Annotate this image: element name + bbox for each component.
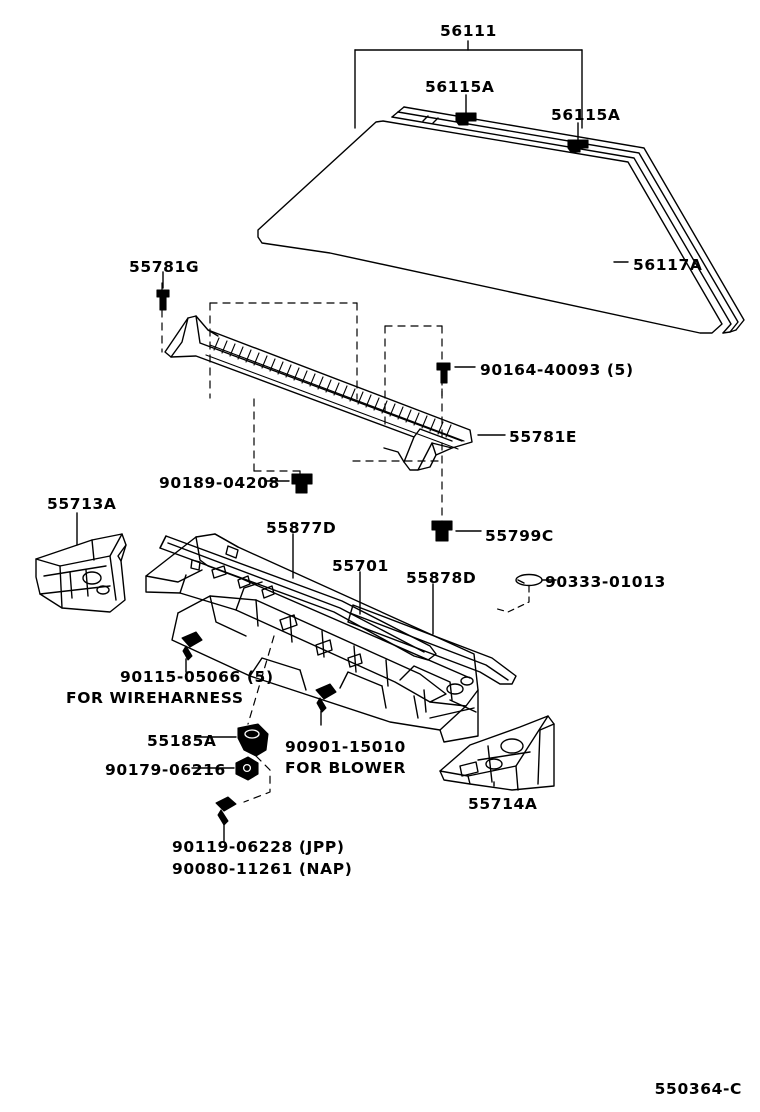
bracket-assembly-dashed [243,635,275,803]
clip-55799c-shape [431,520,453,542]
cowl-side-panel-rh-shape [439,715,555,791]
label-glass-clip-right: 56115A [551,106,621,124]
diagram-code: 550364-C [654,1080,742,1098]
nut-90179-shape [235,756,259,781]
bolt-90119-shape [215,796,237,826]
label-bolt-90080-11261: 90080-11261 (NAP) [172,860,353,878]
screw-90115-shape [181,631,203,661]
cowl-louver-shape [164,315,473,471]
label-bolt-90901-15010: 90901-15010 [285,738,406,756]
cowl-louver-bolt-shape [156,289,170,311]
label-screw-90115-note: FOR WIREHARNESS [66,689,244,707]
glass-clip-right-shape [567,139,589,153]
screw-90164-shape [436,362,451,384]
windshield-moulding-shape [391,106,745,334]
label-clip-90189-04208: 90189-04208 [159,474,280,492]
bracket-55185a-detail [244,729,260,739]
label-cowl-seal-lower: 55878D [406,569,477,587]
leader-56111 [354,40,583,129]
cowl-side-panel-lh-shape [35,533,127,613]
label-screw-90164-40093: 90164-40093 (5) [480,361,634,379]
label-grommet-90333-01013: 90333-01013 [545,573,666,591]
leader-90333-dashed [493,585,530,613]
label-screw-90115-05066: 90115-05066 (5) [120,668,274,686]
label-clip-55799c: 55799C [485,527,554,545]
cowl-louver-grille [205,337,465,450]
bracket-55185a-shape [237,723,269,757]
assembly-dashed-guides [161,282,443,524]
label-windshield-glass: 56111 [440,22,497,40]
label-bracket-55185a: 55185A [147,732,217,750]
clip-90189-shape [291,473,313,494]
label-windshield-moulding: 56117A [633,256,703,274]
label-cowl-panel-sub-assy: 55701 [332,557,389,575]
label-cowl-seal-upper: 55877D [266,519,337,537]
nut-90179-hole [242,763,252,773]
label-glass-clip-left: 56115A [425,78,495,96]
label-cowl-louver-bolt: 55781G [129,258,200,276]
label-bolt-90119-06228: 90119-06228 (JPP) [172,838,345,856]
label-bolt-90901-note: FOR BLOWER [285,759,407,777]
grommet-90333-shape [515,573,543,587]
bolt-90901-shape [315,683,337,713]
cowl-seal-lower-shape [347,604,517,685]
label-cowl-top-ventilator-louver: 55781E [509,428,578,446]
windshield-glass-shape [257,120,723,334]
label-cowl-side-panel-lh: 55713A [47,495,117,513]
cowl-seal-upper-shape [159,535,437,661]
label-cowl-side-panel-rh: 55714A [468,795,538,813]
label-nut-90179-06216: 90179-06216 [105,761,226,779]
glass-clip-left-shape [455,112,477,126]
